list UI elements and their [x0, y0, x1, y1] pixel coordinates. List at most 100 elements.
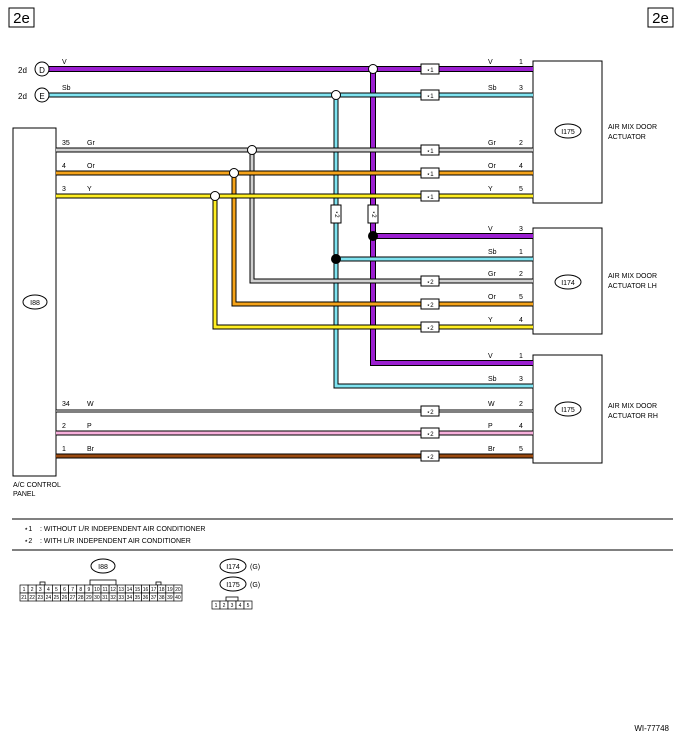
actuator-connector: I174 — [561, 280, 575, 287]
connector-view-i88-pin: 18 — [159, 587, 165, 593]
connector-view-i88-tab — [39, 581, 46, 586]
wire-sb-branch — [334, 95, 533, 388]
connector-view-small-cell — [243, 600, 253, 610]
actuator-pin-number: 5 — [519, 446, 523, 453]
connector-view-i88-pin: 31 — [102, 595, 108, 601]
panel-pin-color: Y — [87, 186, 92, 193]
input-v-color: V — [62, 59, 67, 66]
note-box — [420, 427, 440, 439]
actuator-pin-color: V — [488, 226, 493, 233]
actuator-pin-color: W — [488, 401, 495, 408]
input-sb-letter: E — [39, 92, 44, 101]
actuator-connector-oval — [554, 274, 582, 290]
actuator-pin-color: V — [488, 353, 493, 360]
control-panel-connector: I88 — [30, 300, 40, 307]
actuator-pin-number: 2 — [519, 401, 523, 408]
vertical-note-box — [367, 204, 379, 224]
actuator-connector: I175 — [561, 129, 575, 136]
note-box-text: ⋆1 — [426, 149, 434, 155]
actuator-pin-color: Or — [488, 163, 496, 170]
legend-text-1: : WITHOUT L/R INDEPENDENT AIR CONDITIONE… — [40, 526, 205, 533]
connector-view-i175-suffix: (G) — [250, 582, 260, 589]
connector-view-i88-cell — [173, 592, 183, 602]
note-box — [420, 321, 440, 333]
note-box-text: ⋆1 — [426, 68, 434, 74]
actuator-name-line2: ACTUATOR — [608, 134, 646, 141]
actuator-name-line1: AIR MIX DOOR — [608, 273, 657, 280]
wire-v-branch-outline — [370, 69, 533, 366]
note-box — [420, 144, 440, 156]
input-sb-color: Sb — [62, 85, 71, 92]
actuator-pin-number: 2 — [519, 140, 523, 147]
connector-view-i88-pin: 39 — [167, 595, 173, 601]
control-panel-name-line2: PANEL — [13, 491, 36, 498]
panel-pin-number: 3 — [62, 186, 66, 193]
note-box — [420, 275, 440, 287]
connector-view-i88-pin: 14 — [127, 587, 133, 593]
actuator-pin-color: Y — [488, 186, 493, 193]
input-v-source: 2d — [18, 66, 27, 75]
connector-view-i88-pin: 21 — [21, 595, 27, 601]
page-tag-left-box — [8, 7, 35, 28]
actuator-pin-color: P — [488, 423, 493, 430]
panel-pin-color: Gr — [87, 140, 95, 147]
splice-group — [210, 64, 378, 264]
connector-view-i174-oval — [219, 558, 247, 574]
note-box — [420, 167, 440, 179]
splice-v-top — [368, 64, 378, 74]
panel-pin-color: P — [87, 423, 92, 430]
connector-view-i88-pin: 15 — [135, 587, 141, 593]
connector-view-i88-tab — [155, 581, 162, 586]
note-box-text: ⋆2 — [426, 280, 434, 286]
connector-view-i88-pin: 8 — [79, 587, 82, 593]
splice-or — [229, 168, 239, 178]
control-panel-connector-oval — [22, 294, 48, 310]
actuator-pin-number: 2 — [519, 271, 523, 278]
connector-view-i88-pin: 40 — [175, 595, 181, 601]
note-box-text: ⋆1 — [426, 94, 434, 100]
splice-gr — [247, 145, 257, 155]
connector-view-i175-label: I175 — [226, 582, 240, 589]
vertical-note-text: ⋆2 — [333, 210, 339, 218]
note-box-text: ⋆2 — [426, 432, 434, 438]
actuator-pin-number: 1 — [519, 59, 523, 66]
panel-pin-number: 2 — [62, 423, 66, 430]
connector-view-i88-pin: 23 — [37, 595, 43, 601]
connector-view-i88-pin: 26 — [62, 595, 68, 601]
connector-view-i88-pin: 34 — [127, 595, 133, 601]
page-tag-right: 2e — [652, 10, 669, 27]
connector-view-small-key — [225, 596, 239, 602]
actuator-pin-color: Gr — [488, 140, 496, 147]
connector-view-i88-pin: 4 — [47, 587, 50, 593]
connector-view-i175-oval — [219, 576, 247, 592]
connector-view-i88-pin: 25 — [54, 595, 60, 601]
figure-id: WI-77748 — [634, 724, 669, 733]
page-tag-left: 2e — [13, 10, 30, 27]
actuator-connector-oval — [554, 401, 582, 417]
connector-view-i88-pin: 10 — [94, 587, 100, 593]
panel-pin-number: 4 — [62, 163, 66, 170]
splice-sb-top — [331, 90, 341, 100]
actuator-name-line2: ACTUATOR LH — [608, 283, 657, 290]
actuator-connector-oval — [554, 123, 582, 139]
vertical-note-box — [330, 204, 342, 224]
connector-view-i88-pin: 12 — [110, 587, 116, 593]
connector-view-i88-pin: 35 — [135, 595, 141, 601]
actuator-pin-color: Gr — [488, 271, 496, 278]
connector-view-i88-pin: 36 — [143, 595, 149, 601]
note-box-text: ⋆1 — [426, 195, 434, 201]
connector-view-i88-label: I88 — [98, 564, 108, 571]
splice-sb-mid — [331, 254, 341, 264]
note-box-group: ⋆1⋆1⋆1⋆1⋆1⋆2⋆2⋆2⋆2⋆2⋆2⋆2⋆2 — [330, 63, 440, 462]
connector-view-small-pin: 5 — [247, 603, 250, 609]
note-box-text: ⋆2 — [426, 455, 434, 461]
connector-view-i88-pin: 32 — [110, 595, 116, 601]
connector-view-small-pin: 4 — [239, 603, 242, 609]
actuator-connector: I175 — [561, 407, 575, 414]
splice-y — [210, 191, 220, 201]
connector-view-i88-pin: 17 — [151, 587, 157, 593]
connector-view-i174-label: I174 — [226, 564, 240, 571]
